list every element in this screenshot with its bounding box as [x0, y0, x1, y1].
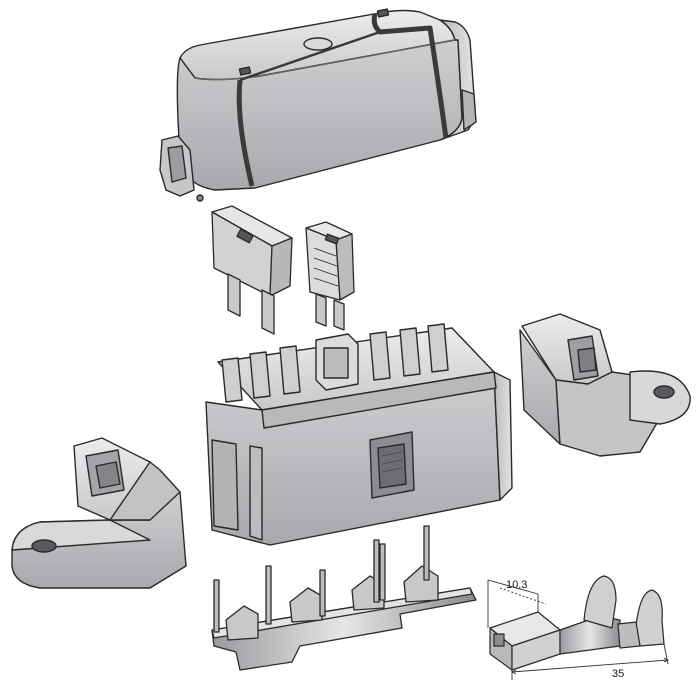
dimension-label-height: 10,3	[506, 579, 527, 591]
left-mounting-bracket	[11, 437, 187, 589]
blade-fuse	[211, 205, 293, 335]
fuse-holder-base	[205, 323, 513, 546]
fuse-box-cover	[159, 8, 477, 202]
right-mounting-bracket	[519, 313, 691, 457]
busbar-terminal-strip	[211, 525, 477, 671]
mini-fuse	[305, 221, 355, 331]
dimension-label-length: 35	[612, 668, 624, 680]
dimension-lines	[487, 579, 670, 680]
crimp-terminal	[489, 575, 665, 671]
